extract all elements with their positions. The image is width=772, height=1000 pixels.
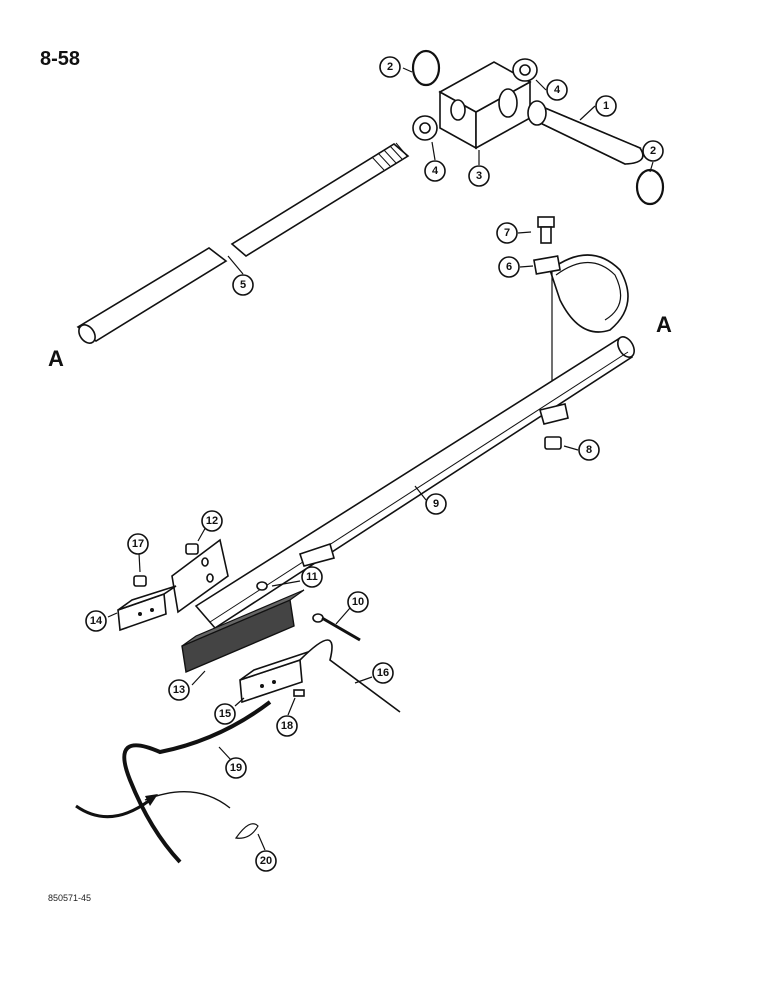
callout-1-label: 1 [603, 100, 609, 112]
tube-part-9 [194, 336, 635, 630]
callout-6-label: 6 [506, 261, 512, 273]
callout-19-label: 19 [230, 762, 242, 774]
bolt-part-10 [321, 616, 361, 642]
callout-10: 10 [347, 591, 369, 613]
callout-4-upper-label: 4 [554, 84, 561, 96]
callout-11: 11 [301, 566, 323, 588]
callout-11-label: 11 [306, 571, 318, 583]
callout-9-label: 9 [433, 498, 439, 510]
callout-16: 16 [372, 662, 394, 684]
nut-part-8 [544, 436, 562, 450]
tie-part-20 [144, 790, 259, 839]
callout-3-label: 3 [476, 170, 482, 182]
upper-rod-part-5 [76, 142, 410, 344]
callout-4-lower: 4 [424, 160, 446, 182]
callout-10-label: 10 [352, 596, 364, 608]
callout-14-label: 14 [90, 615, 103, 627]
cable-part-19 [75, 700, 272, 864]
callout-8-label: 8 [586, 444, 592, 456]
callout-8: 8 [578, 439, 600, 461]
foam-block-part-13 [181, 589, 305, 673]
callout-4-lower-label: 4 [432, 165, 439, 177]
clamp-part-6 [533, 254, 629, 333]
callout-5: 5 [232, 274, 254, 296]
callout-1: 1 [595, 95, 617, 117]
callout-9: 9 [425, 493, 447, 515]
callout-13-label: 13 [173, 684, 185, 696]
nut-part-4-lower [412, 115, 438, 141]
u-bolt-part-16 [299, 639, 401, 713]
callout-20-label: 20 [260, 855, 272, 867]
reference-letter-a-right: A [656, 312, 672, 337]
reference-letter-a-left: A [48, 346, 64, 371]
callout-7: 7 [496, 222, 518, 244]
page-number: 8-58 [40, 48, 81, 70]
callout-17: 17 [127, 533, 149, 555]
callout-12-label: 12 [206, 515, 218, 527]
callout-16-label: 16 [377, 667, 389, 679]
callout-2-left-label: 2 [387, 61, 393, 73]
bolt-part-7 [537, 216, 555, 244]
leader-lines [107, 67, 654, 851]
snap-ring-part-2-right [635, 168, 665, 206]
callout-15: 15 [214, 703, 236, 725]
plate-part-12 [171, 538, 229, 614]
drawing-code: 850571-45 [48, 893, 92, 903]
nut-part-17 [133, 575, 147, 587]
callout-4-upper: 4 [546, 79, 568, 101]
callout-17-label: 17 [132, 538, 144, 550]
callout-5-label: 5 [240, 279, 246, 291]
callout-20: 20 [255, 850, 277, 872]
terminal-part-18 [293, 689, 305, 697]
callout-15-label: 15 [219, 708, 231, 720]
nut-part-4-upper [512, 58, 538, 82]
callout-2-right-label: 2 [650, 145, 656, 157]
callout-12: 12 [201, 510, 223, 532]
snap-ring-part-2-left [411, 49, 441, 87]
callout-2-left: 2 [379, 56, 401, 78]
callout-3: 3 [468, 165, 490, 187]
callout-18: 18 [276, 715, 298, 737]
callout-18-label: 18 [281, 720, 293, 732]
block-part-14 [117, 585, 177, 632]
callout-2-right: 2 [642, 140, 664, 162]
callout-13: 13 [168, 679, 190, 701]
sleeve-part-1 [527, 100, 644, 165]
nut-part-12 [185, 543, 199, 555]
callout-19: 19 [225, 757, 247, 779]
callout-14: 14 [85, 610, 107, 632]
callout-6: 6 [498, 256, 520, 278]
callout-7-label: 7 [504, 227, 510, 239]
